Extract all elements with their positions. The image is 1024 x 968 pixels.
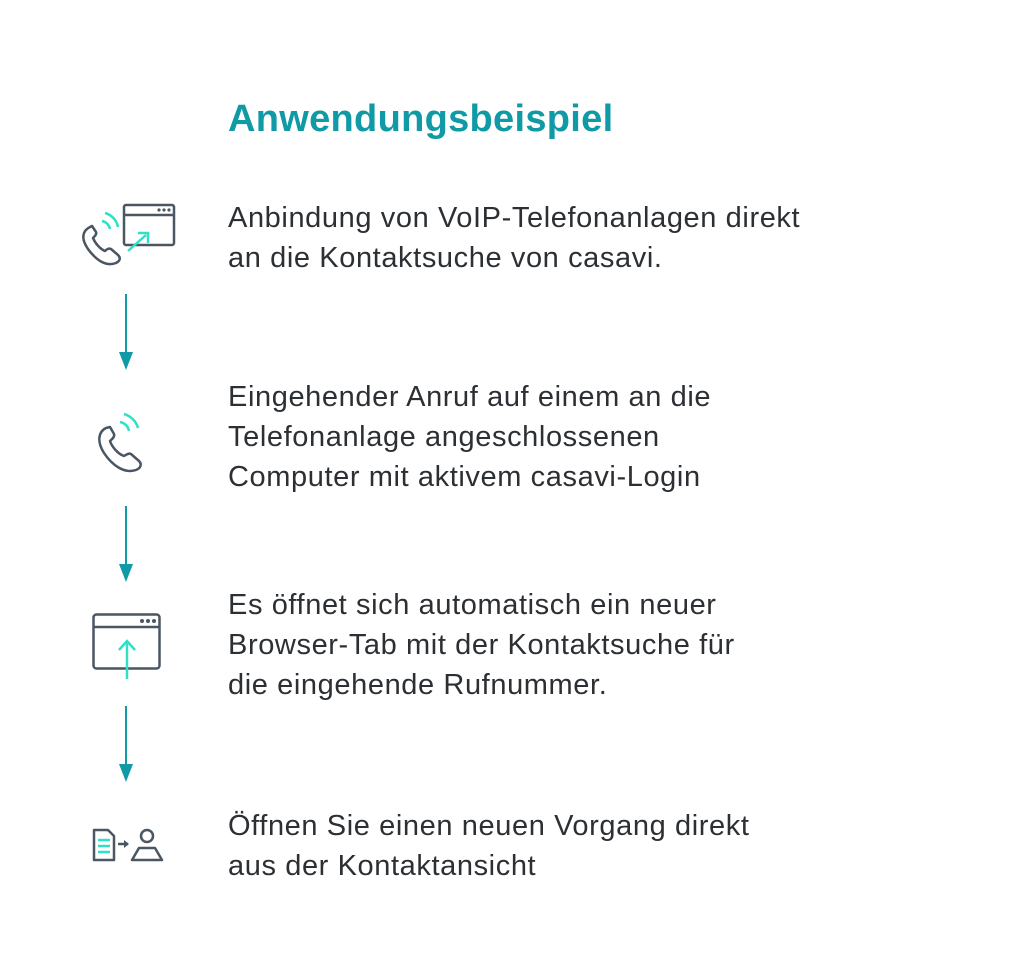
page-title: Anwendungsbeispiel (228, 98, 614, 140)
step-4-text: Öffnen Sie einen neuen Vorgang direkt au… (228, 806, 750, 886)
step-4-line-2: aus der Kontaktansicht (228, 850, 537, 882)
ringing-phone-icon (98, 412, 142, 473)
step-3-line-1: Es öffnet sich automatisch ein neuer (228, 589, 717, 621)
step-3-text: Es öffnet sich automatisch ein neuer Bro… (228, 585, 735, 705)
step-1-text: Anbindung von VoIP-Telefonanlagen direkt… (228, 198, 800, 278)
down-arrow-icon (119, 294, 133, 370)
step-2-line-3: Computer mit aktivem casavi-Login (228, 461, 701, 493)
phone-to-browser-icon (82, 203, 176, 266)
step-1-line-1: Anbindung von VoIP-Telefonanlagen direkt (228, 202, 801, 234)
down-arrow-icon (119, 506, 133, 582)
step-3-line-2: Browser-Tab mit der Kontaktsuche für (228, 629, 735, 661)
browser-upload-icon (92, 613, 161, 679)
step-4-line-1: Öffnen Sie einen neuen Vorgang direkt (228, 810, 750, 842)
document-to-contact-icon (92, 828, 164, 862)
step-1-line-2: an die Kontaktsuche von casavi. (228, 242, 663, 274)
step-3-line-3: die eingehende Rufnummer. (228, 669, 608, 701)
down-arrow-icon (119, 706, 133, 782)
step-2-line-2: Telefonanlage angeschlossenen (228, 421, 660, 453)
step-2-line-1: Eingehender Anruf auf einem an die (228, 381, 712, 413)
step-2-text: Eingehender Anruf auf einem an die Telef… (228, 377, 711, 497)
